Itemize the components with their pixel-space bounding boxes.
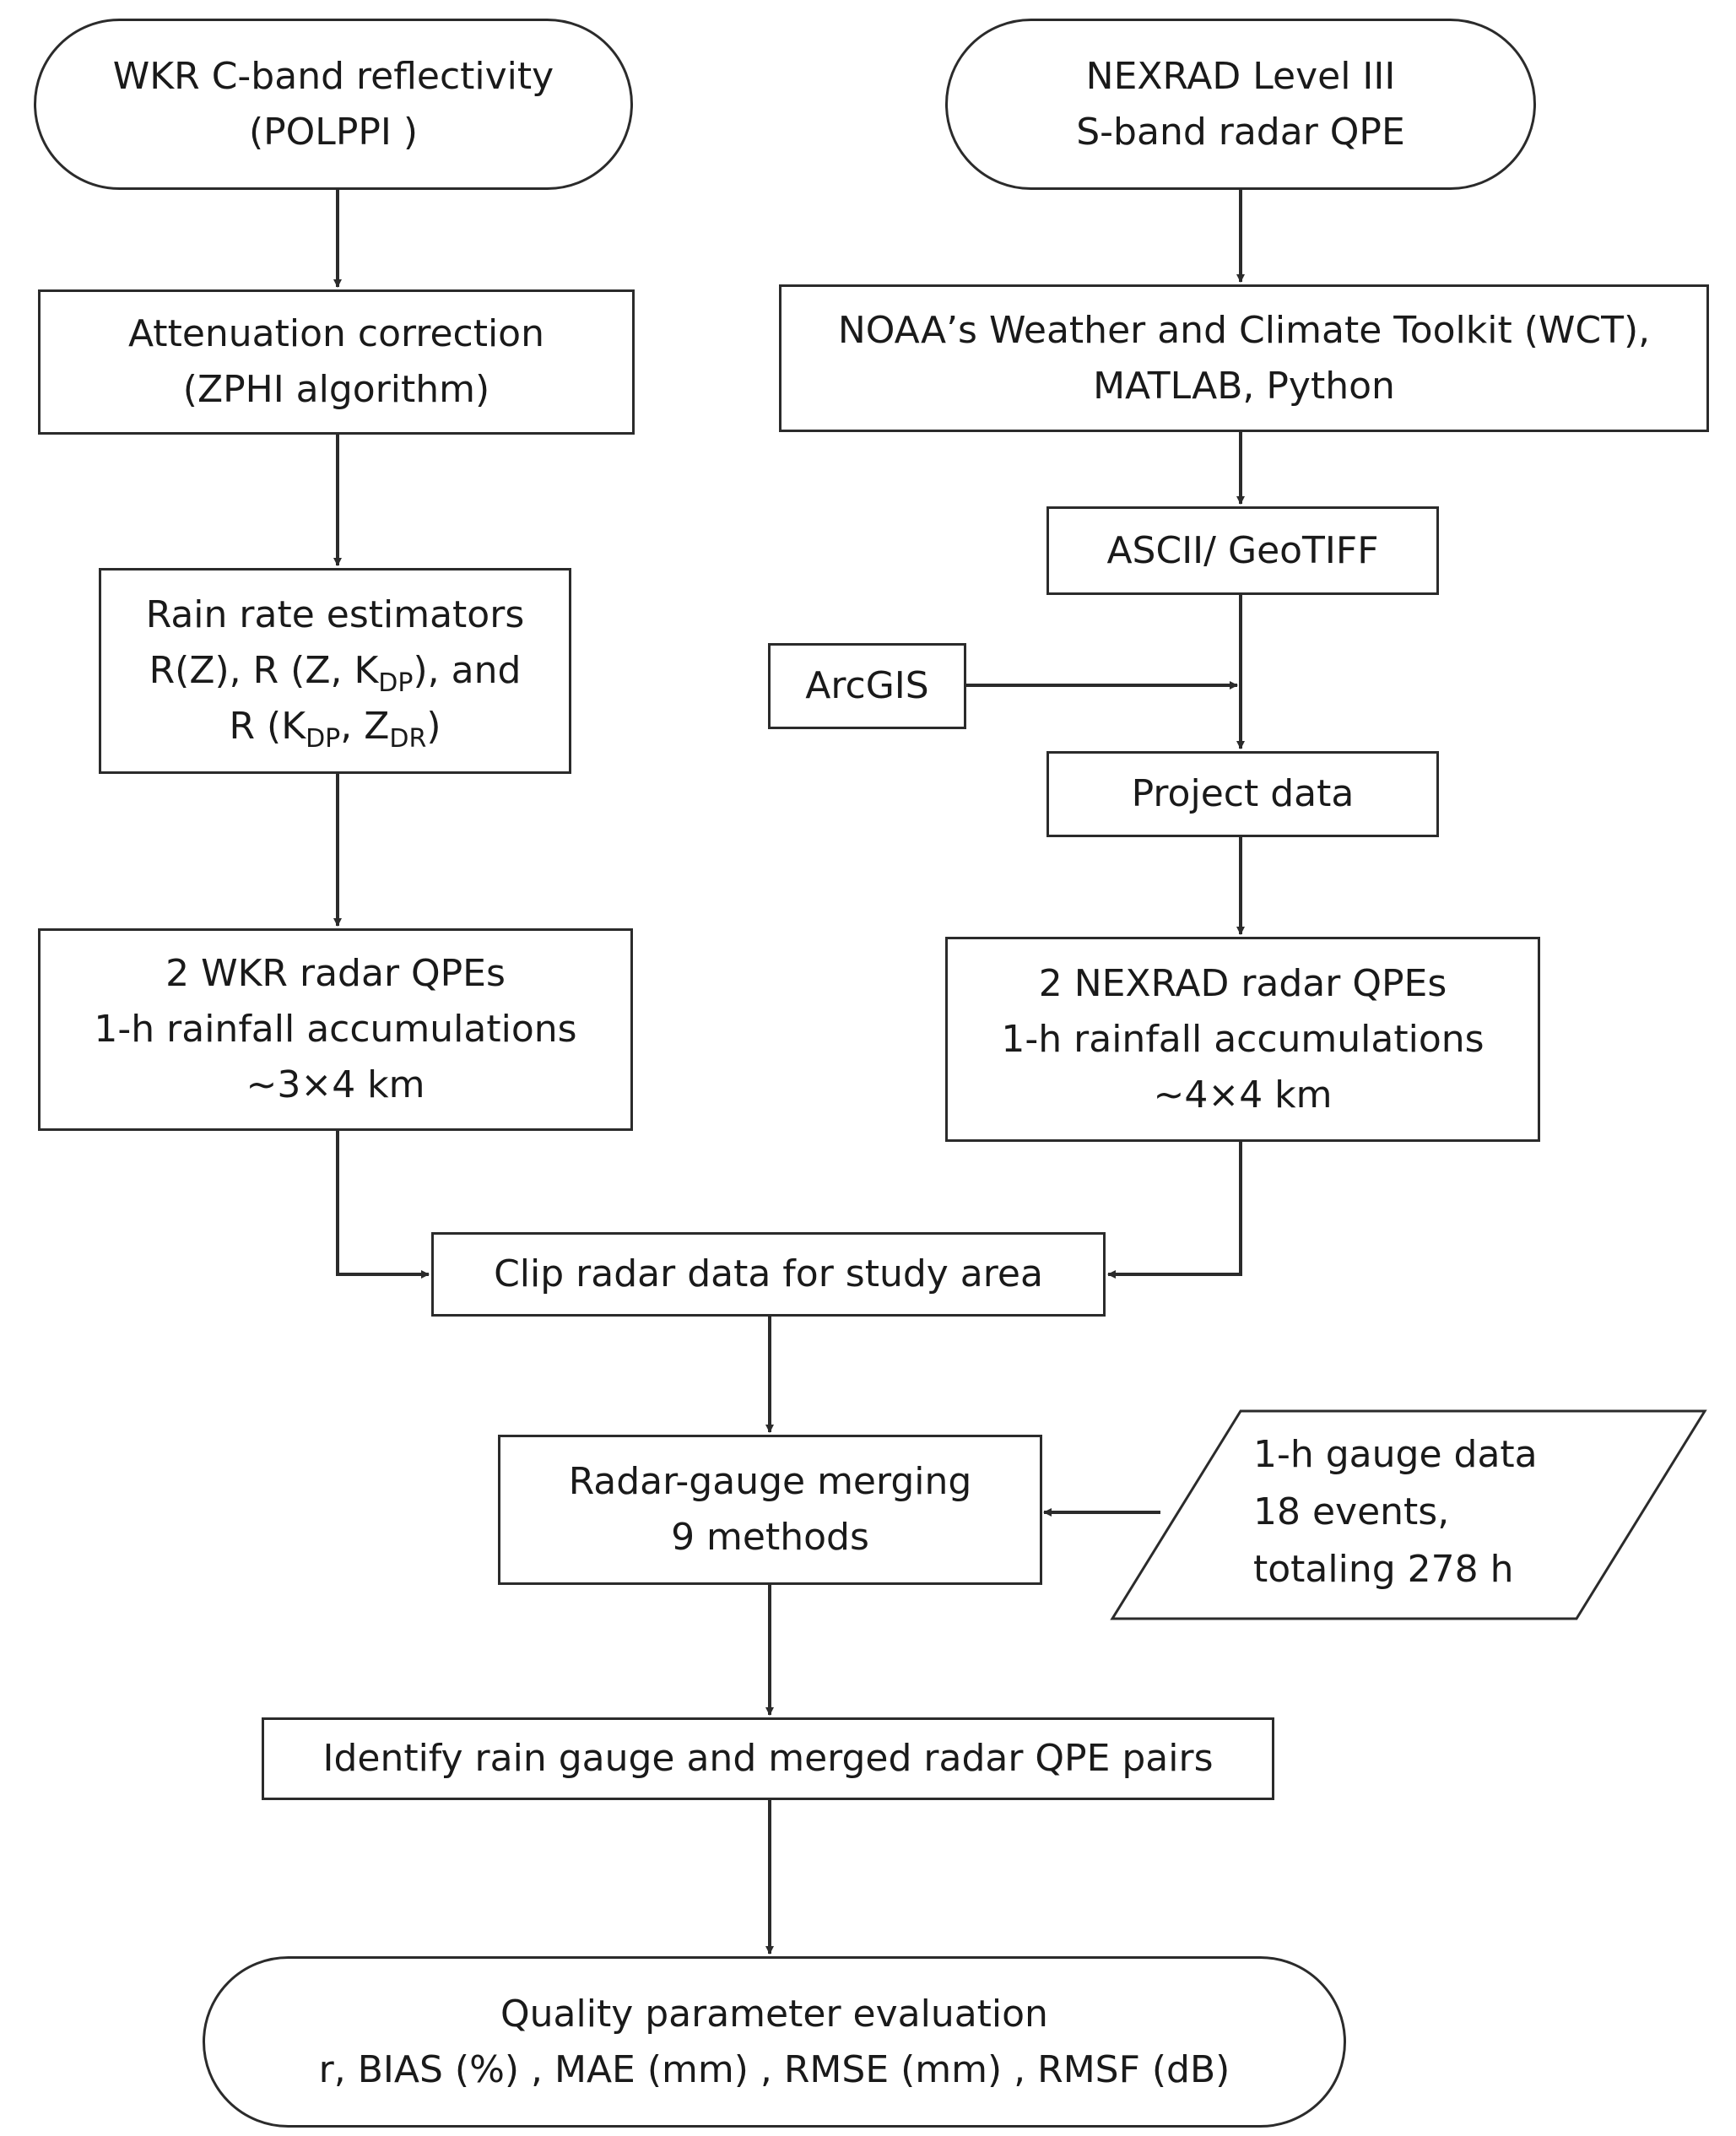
estimator-formula-line: R (KDP, ZDR) [229,699,441,754]
estimator-formula-line: R(Z), R (Z, KDP), and [149,643,522,699]
node-text-line: Project data [1131,772,1355,815]
formula-text: R (K [229,705,306,748]
nexrad-radar-qpe-box: 2 NEXRAD radar QPEs 1-h rainfall accumul… [945,937,1540,1142]
project-data-box: Project data [1046,751,1439,837]
radar-gauge-merging-box: Radar-gauge merging 9 methods [498,1435,1042,1585]
node-text-line: Attenuation correction [127,312,544,355]
node-text-line: ASCII/ GeoTIFF [1106,528,1379,572]
node-text-line: NEXRAD Level III [1085,54,1396,98]
node-text-line: S-band radar QPE [1076,110,1405,154]
node-text-line: Quality parameter evaluation [500,1992,1048,2036]
nexrad-input-terminal: NEXRAD Level III S-band radar QPE [945,19,1536,190]
node-text-line: (POLPPI ) [248,110,419,154]
attenuation-correction-box: Attenuation correction (ZPHI algorithm) [38,289,635,435]
node-text-line: Identify rain gauge and merged radar QPE… [322,1737,1214,1780]
node-text-line: 1-h rainfall accumulations [94,1008,577,1051]
node-text-line: MATLAB, Python [1093,364,1395,408]
arrow-wkrqpe-to-clip [336,1131,430,1279]
wkr-reflectivity-terminal: WKR C-band reflectivity (POLPPI ) [34,19,633,190]
node-text-line: ArcGIS [805,664,929,707]
node-text-line: Rain rate estimators [145,593,525,636]
formula-text: R(Z), R (Z, K [149,649,379,692]
ascii-geotiff-box: ASCII/ GeoTIFF [1046,506,1439,595]
node-text-line: 9 methods [671,1516,869,1559]
identify-pairs-box: Identify rain gauge and merged radar QPE… [262,1717,1274,1800]
node-text-line: WKR C-band reflectivity [112,54,554,98]
node-text-line: ~3×4 km [246,1063,425,1106]
node-text-line: 1-h rainfall accumulations [1001,1017,1485,1061]
formula-text: ), and [413,649,522,692]
formula-text: , Z [340,705,390,748]
node-text-line: (ZPHI algorithm) [182,368,490,411]
node-text-line: 2 WKR radar QPEs [165,952,506,995]
toolkit-box: NOAA’s Weather and Climate Toolkit (WCT)… [779,284,1709,432]
node-text-line: totaling 278 h [1253,1548,1514,1592]
node-text-line: 1-h gauge data [1253,1433,1538,1476]
node-text-line: 2 NEXRAD radar QPEs [1038,961,1447,1005]
gauge-data-parallelogram [1110,1409,1707,1620]
gauge-data-text: 1-h gauge data 18 events, totaling 278 h [1253,1426,1608,1599]
node-text-line: Radar-gauge merging [568,1460,972,1503]
wkr-radar-qpe-box: 2 WKR radar QPEs 1-h rainfall accumulati… [38,928,633,1131]
formula-subscript: DR [389,723,427,754]
node-text-line: 18 events, [1253,1490,1450,1534]
arcgis-box: ArcGIS [768,643,966,729]
formula-subscript: DP [378,668,414,698]
node-text-line: Clip radar data for study area [494,1252,1043,1295]
clip-radar-data-box: Clip radar data for study area [431,1232,1106,1317]
formula-text: ) [426,705,441,748]
node-text-line: NOAA’s Weather and Climate Toolkit (WCT)… [837,308,1651,352]
rain-rate-estimators-box: Rain rate estimators R(Z), R (Z, KDP), a… [99,568,571,774]
arrow-nexradqpe-to-clip [1107,1142,1242,1279]
formula-subscript: DP [306,723,341,754]
quality-evaluation-terminal: Quality parameter evaluation r, BIAS (%)… [203,1956,1346,2128]
node-text-line: ~4×4 km [1153,1073,1333,1117]
node-text-line: r, BIAS (%) , MAE (mm) , RMSE (mm) , RMS… [318,2047,1230,2091]
